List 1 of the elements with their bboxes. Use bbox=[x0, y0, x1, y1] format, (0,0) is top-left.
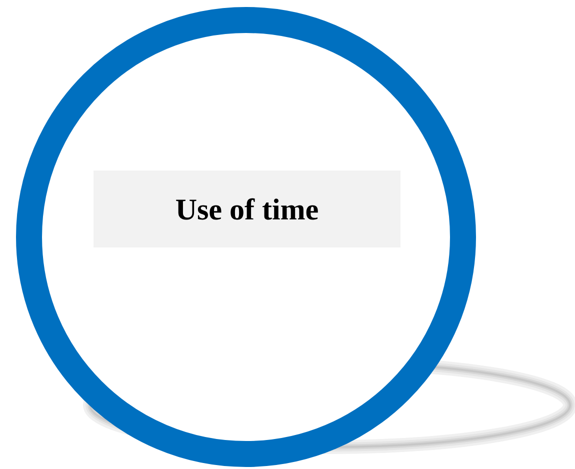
text-label: Use of time bbox=[94, 170, 400, 248]
